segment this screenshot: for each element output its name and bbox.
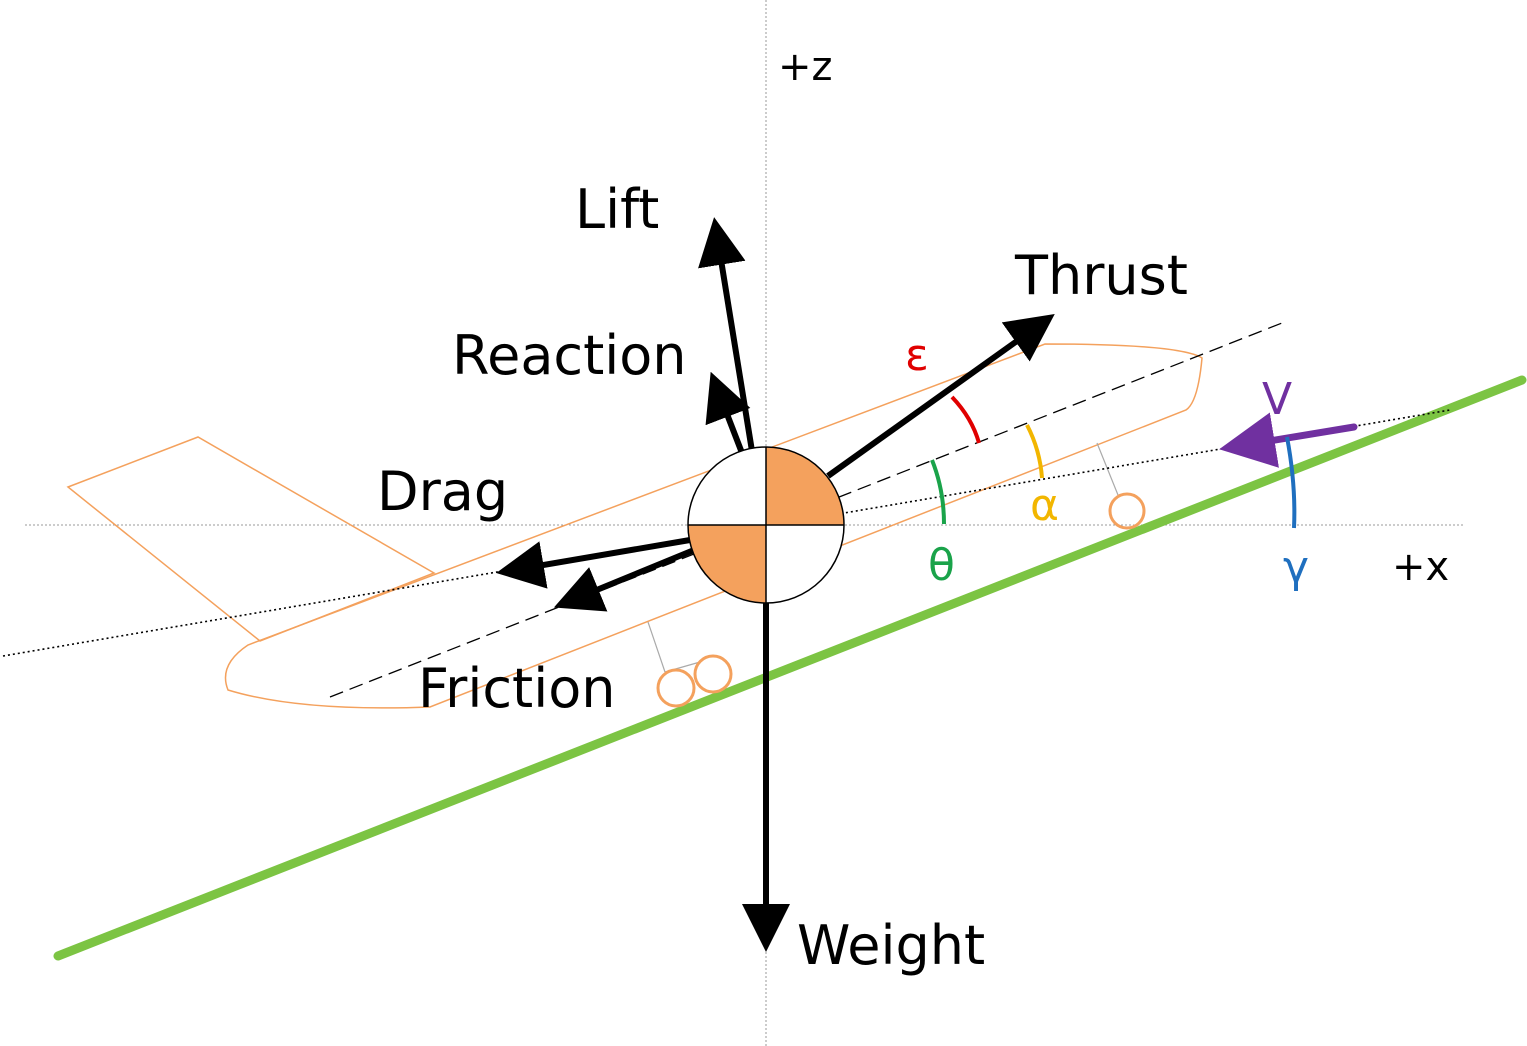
- alpha-label: α: [1030, 480, 1059, 531]
- gamma-arc: [1285, 436, 1297, 529]
- velocity-arrow: [1219, 412, 1358, 468]
- thrust-label: Thrust: [1014, 244, 1188, 307]
- z-axis-label: +z: [778, 44, 833, 90]
- x-axis-label: +x: [1392, 544, 1449, 590]
- thrust-arrow: [826, 314, 1055, 479]
- epsilon-label: ε: [905, 330, 929, 381]
- gamma-label: γ: [1283, 542, 1309, 593]
- airplane-outline: [66, 343, 1203, 709]
- epsilon-arc: [950, 395, 981, 444]
- velocity-label: V: [1262, 374, 1292, 425]
- lift-label: Lift: [575, 178, 659, 241]
- theta-arc: [930, 459, 946, 525]
- ground-line: [53, 375, 1527, 961]
- theta-label: θ: [928, 540, 955, 591]
- lift-arrow: [698, 217, 755, 452]
- drag-arrow: [496, 537, 691, 589]
- center-of-gravity-icon: [687, 446, 845, 604]
- weight-label: Weight: [797, 914, 985, 977]
- reaction-label: Reaction: [452, 324, 687, 387]
- alpha-arc: [1025, 424, 1044, 479]
- friction-label: Friction: [418, 657, 615, 720]
- drag-label: Drag: [377, 460, 508, 523]
- reaction-arrow: [705, 371, 751, 455]
- friction-arrow: [553, 547, 696, 612]
